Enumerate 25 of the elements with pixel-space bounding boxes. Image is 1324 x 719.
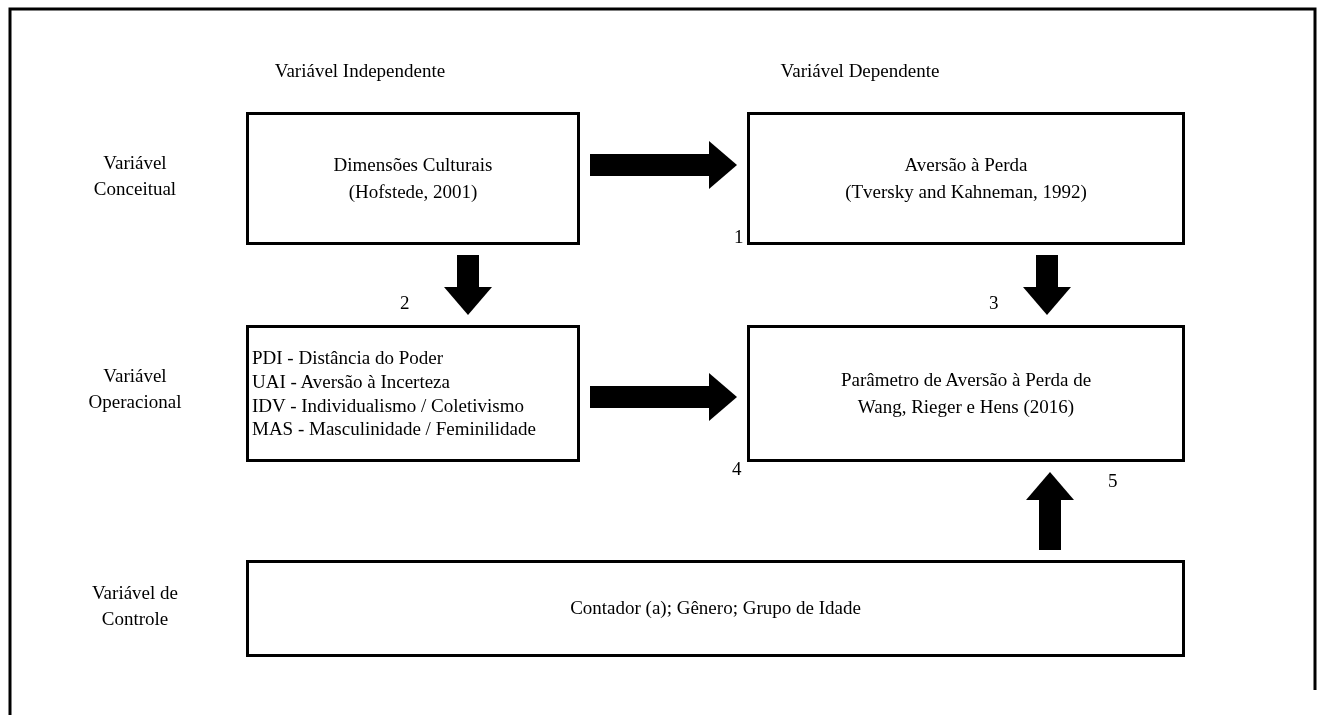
block-arrow — [1026, 472, 1074, 550]
block-arrow — [590, 373, 737, 421]
axis-heading: Variável Conceitual — [92, 151, 178, 201]
box-text: Aversão à Perda — [904, 152, 1028, 177]
axis-heading: Variável Independente — [273, 59, 447, 83]
box-text: (Tversky and Kahneman, 1992) — [845, 179, 1087, 204]
axis-heading: Variável Operacional — [87, 364, 183, 414]
box-text: Dimensões Culturais — [333, 152, 493, 177]
block-arrow — [590, 141, 737, 189]
box-text: Parâmetro de Aversão à Perda de Wang, Rieger e Hens (2016) — [839, 367, 1093, 419]
block-arrow — [444, 255, 492, 315]
box-text: MAS - Masculinidade / Feminilidade — [252, 417, 536, 441]
box-text: UAI - Aversão à Incerteza — [252, 369, 450, 394]
block-arrow — [1023, 255, 1071, 315]
box-text: PDI - Distância do Poder — [252, 346, 444, 370]
concept-box — [246, 112, 580, 245]
box-text: Contador (a); Gênero; Grupo de Idade — [570, 596, 861, 621]
box-text: (Hofstede, 2001) — [348, 179, 478, 204]
concept-box — [747, 112, 1185, 245]
concept-box — [246, 560, 1185, 657]
concept-box — [747, 325, 1185, 462]
box-text: IDV - Individualismo / Coletivismo — [252, 393, 524, 418]
axis-heading: Variável de Controle — [91, 581, 179, 631]
axis-heading: Variável Dependente — [779, 59, 941, 83]
concept-box — [246, 325, 580, 462]
